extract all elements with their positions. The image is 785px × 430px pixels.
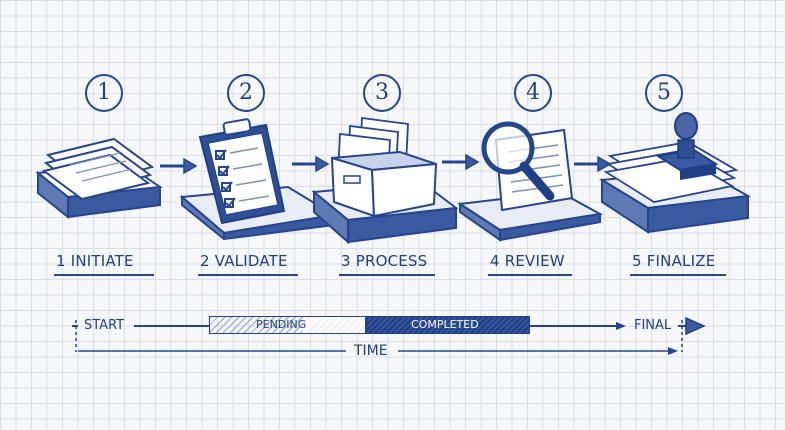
step-4-label: 4 REVIEW: [490, 252, 565, 270]
step-3-label: 3 PROCESS: [341, 252, 428, 270]
arrow-right-icon: [292, 155, 330, 173]
step-4-number: 4: [514, 74, 552, 112]
completed-label: COMPLETED: [411, 318, 479, 331]
arrow-right-icon: [574, 155, 612, 173]
stamp-icon: [598, 112, 752, 234]
step-3-number: 3: [363, 74, 401, 112]
step-4-underline: [488, 274, 572, 276]
pending-label: PENDING: [256, 318, 307, 331]
timeline-axis: [72, 316, 706, 355]
magnifying-glass-icon: [457, 121, 604, 242]
step-1-number: 1: [85, 74, 123, 112]
step-1-label: 1 INITIATE: [56, 252, 134, 270]
step-5-label: 5 FINALIZE: [632, 252, 716, 270]
document-stack-icon: [35, 137, 163, 220]
step-3-underline: [339, 274, 435, 276]
arrow-right-icon: [160, 157, 198, 175]
timeline-start-label: START: [84, 318, 125, 333]
file-box-icon: [311, 116, 459, 245]
step-2-label: 2 VALIDATE: [200, 252, 288, 270]
completed-segment: COMPLETED: [366, 316, 530, 334]
step-2-underline: [198, 274, 298, 276]
step-5-underline: [630, 274, 726, 276]
timeline-final-label: FINAL: [634, 318, 672, 333]
step-1-underline: [54, 274, 154, 276]
time-axis-label: TIME: [354, 343, 388, 359]
step-5-number: 5: [645, 74, 683, 112]
pending-segment: PENDING: [209, 316, 366, 334]
step-2-number: 2: [227, 74, 265, 112]
arrow-right-icon: [442, 153, 480, 171]
